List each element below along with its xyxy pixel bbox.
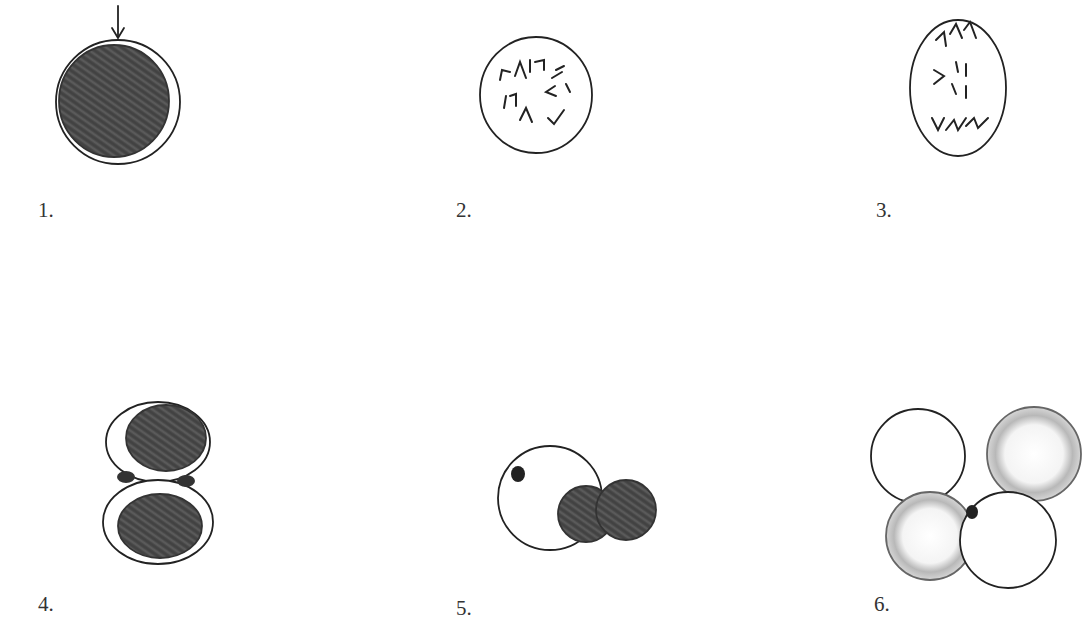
cell-5 bbox=[498, 446, 656, 550]
cell-2 bbox=[480, 37, 592, 153]
pointer-arrowhead bbox=[112, 28, 124, 38]
cell-3 bbox=[910, 20, 1006, 156]
figure-number: 2. bbox=[456, 200, 472, 221]
pointer-arrow bbox=[117, 6, 119, 36]
cell-6 bbox=[871, 407, 1081, 588]
cell-4 bbox=[103, 402, 213, 564]
cell-1 bbox=[56, 6, 180, 164]
figure-number: 5. bbox=[456, 598, 472, 619]
figure-number: 1. bbox=[38, 200, 54, 221]
figure-number: 4. bbox=[38, 594, 54, 615]
figure-number: 6. bbox=[874, 594, 890, 615]
figure-number: 3. bbox=[876, 200, 892, 221]
